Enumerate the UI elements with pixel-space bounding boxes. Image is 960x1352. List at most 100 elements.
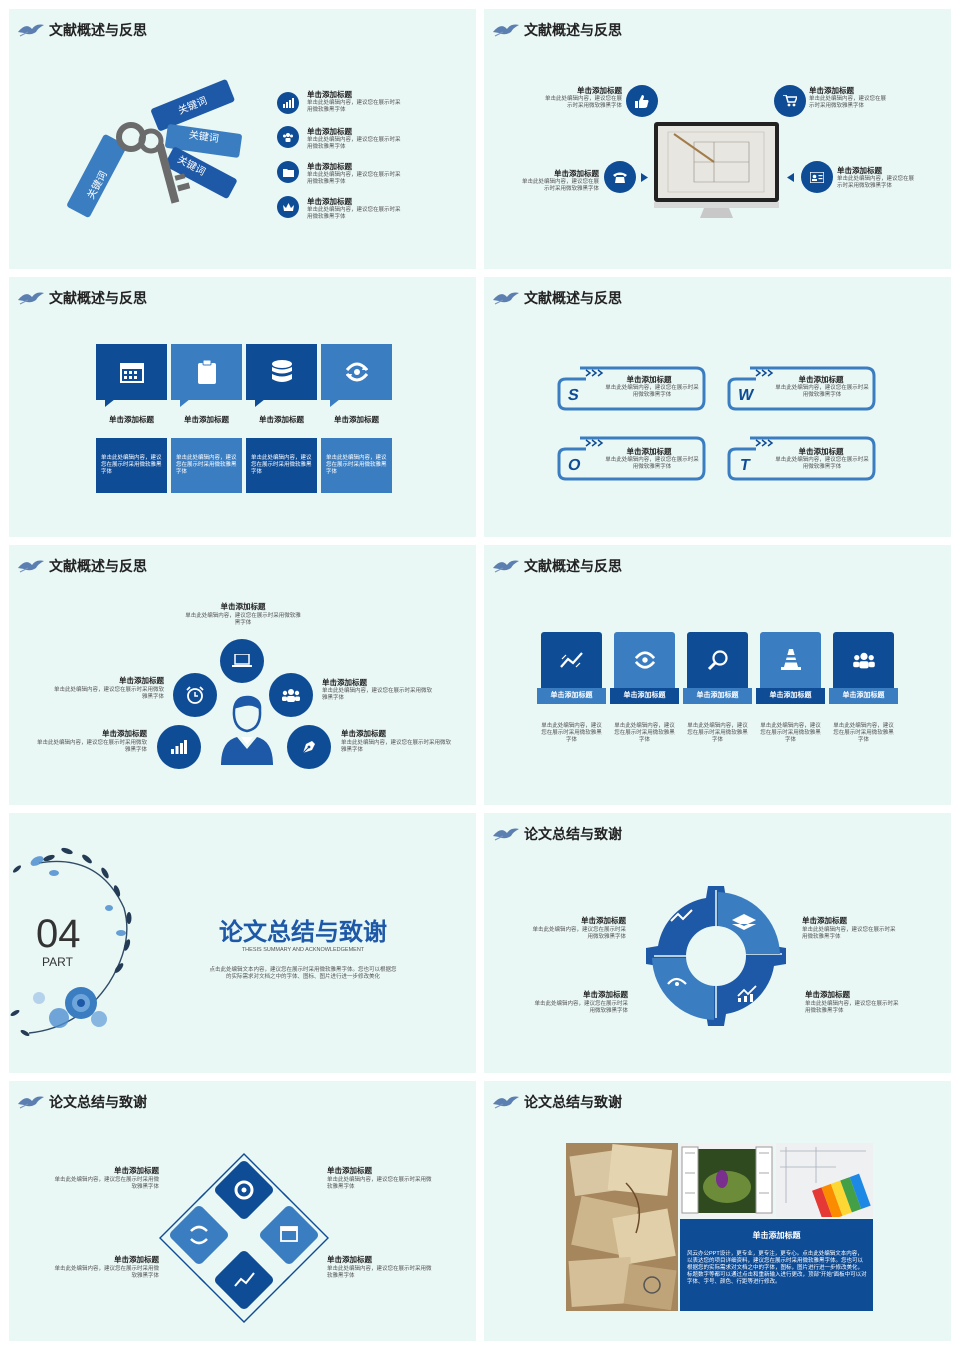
item-title: 单击添加标题 <box>307 90 352 99</box>
slide-8[interactable]: 论文总结与致谢 单击添加标题 单击此处编辑内容，建议您在展示时采用微软雅黑字体 … <box>484 813 951 1073</box>
swot-desc: 单击此处编辑内容，建议您在展示时采用微软雅黑字体 <box>605 457 699 470</box>
keys-illustration <box>67 79 242 218</box>
section-desc: 点击此处编辑文本内容，建议您在展示时采用微软雅黑字体。您也可以根据您的实际需求对… <box>209 967 397 980</box>
swot-frame <box>557 366 706 411</box>
item-title: 单击添加标题 <box>327 1166 372 1175</box>
slide-3[interactable]: 文献概述与反思 单击添加标题 单击此处编辑内容，建议您在展示时采用微软雅黑字体 … <box>9 277 476 537</box>
arrow-left-icon <box>787 173 794 182</box>
gear-diagram <box>646 886 786 1026</box>
slide-title: 文献概述与反思 <box>524 558 622 574</box>
pointer-notch <box>105 399 115 407</box>
item-desc: 单击此处编辑内容，建议您在展示时采用微软雅黑字体 <box>54 687 165 700</box>
bird-logo-icon <box>493 24 519 37</box>
item-desc: 单击此处编辑内容，建议您在展示时采用微软雅黑字体 <box>307 137 401 150</box>
slide-title: 论文总结与致谢 <box>49 1094 147 1110</box>
item-desc: 单击此处编辑内容，建议您在展示时采用微软雅黑字体 <box>54 1266 159 1279</box>
slide-title: 文献概述与反思 <box>49 22 147 38</box>
top-title: 单击添加标题 <box>220 602 266 611</box>
bird-logo-icon <box>18 560 44 573</box>
swot-desc: 单击此处编辑内容，建议您在展示时采用微软雅黑字体 <box>775 385 869 398</box>
swot-frame <box>727 366 876 411</box>
item-title: 单击添加标题 <box>307 127 352 136</box>
pen-nib-icon <box>287 725 331 769</box>
item-title: 单击添加标题 <box>307 162 352 171</box>
folder-icon <box>277 161 299 183</box>
slide-title: 文献概述与反思 <box>524 290 622 306</box>
item-desc: 单击此处编辑内容，建议您在展示时采用微软雅黑字体 <box>809 96 887 109</box>
bird-logo-icon <box>493 292 519 305</box>
item-title: 单击添加标题 <box>581 916 626 925</box>
part-label: PART <box>42 955 73 969</box>
pointer-notch <box>180 399 190 407</box>
item-desc: 单击此处编辑内容，建议您在展示时采用微软雅黑字体 <box>307 207 401 220</box>
card-label: 单击添加标题 <box>756 688 825 704</box>
item-desc: 单击此处编辑内容，建议您在展示时采用微软雅黑字体 <box>327 1177 432 1190</box>
item-desc: 单击此处编辑内容，建议您在展示时采用微软雅黑字体 <box>805 1001 899 1014</box>
traffic-cone-icon <box>760 632 821 688</box>
item-desc: 单击此处编辑内容，建议您在展示时采用微软雅黑字体 <box>534 1001 628 1014</box>
swot-title: 单击添加标题 <box>626 447 672 456</box>
bird-logo-icon <box>493 1096 519 1109</box>
thumbs-up-icon <box>626 85 658 117</box>
slide-1[interactable]: 文献概述与反思 关键词 关键词 关键词 关键词 单击添加标题 单击此处编辑内容，… <box>9 9 476 269</box>
window-plant-photo <box>680 1143 774 1217</box>
section-subtitle: THESIS SUMMARY AND ACKNOWLEDGEMENT <box>241 947 365 953</box>
item-title: 单击添加标题 <box>322 678 367 687</box>
slide-title: 文献概述与反思 <box>49 558 147 574</box>
floral-wreath <box>10 847 132 1037</box>
col-desc: 单击此处编辑内容，建议您在展示时采用微软雅黑字体 <box>321 438 392 493</box>
item-title: 单击添加标题 <box>554 169 599 178</box>
card-desc: 单击此处编辑内容，建议您在展示时采用微软雅黑字体 <box>687 723 748 743</box>
slide-4[interactable]: 文献概述与反思 S 单击添加标题 单击此处编辑内容，建议您在展示时采用微软雅黑字… <box>484 277 951 537</box>
bar-chart-icon <box>277 92 299 114</box>
laptop-icon <box>220 639 264 683</box>
info-box-desc: 风云办公PPT设计，更专业，更专注，更专心。点击此处编辑文本内容，以表达您的项目… <box>687 1251 867 1285</box>
item-title: 单击添加标题 <box>307 197 352 206</box>
item-desc: 单击此处编辑内容，建议您在展示时采用微软雅黑字体 <box>327 1266 432 1279</box>
cart-icon <box>774 85 806 117</box>
slide-7[interactable]: 04 PART 论文总结与致谢 THESIS SUMMARY AND ACKNO… <box>9 813 476 1073</box>
slide-5[interactable]: 文献概述与反思 单击添加标题 单击此处编辑内容，建议您在展示时采用微软雅黑字体 … <box>9 545 476 805</box>
slide-9[interactable]: 论文总结与致谢 单击添加标题 单击此处编辑内容，建议您在展示时采用微软雅黑字体 … <box>9 1081 476 1341</box>
part-number: 04 <box>36 912 81 956</box>
item-desc: 单击此处编辑内容，建议您在展示时采用微软雅黑字体 <box>307 100 401 113</box>
slide-6[interactable]: 文献概述与反思 单击添加标题 单击此处编辑内容，建议您在展示时采用微软雅黑字体 … <box>484 545 951 805</box>
swot-frame <box>557 436 706 481</box>
info-box-title: 单击添加标题 <box>752 1231 801 1240</box>
col-title: 单击添加标题 <box>334 415 379 424</box>
bird-logo-icon <box>18 292 44 305</box>
col-desc: 单击此处编辑内容，建议您在展示时采用微软雅黑字体 <box>171 438 242 493</box>
pointer-notch <box>330 399 340 407</box>
group-icon <box>269 673 313 717</box>
item-title: 单击添加标题 <box>341 729 386 738</box>
swot-title: 单击添加标题 <box>798 375 844 384</box>
card-label: 单击添加标题 <box>610 688 679 704</box>
item-desc: 单击此处编辑内容，建议您在展示时采用微软雅黑字体 <box>544 96 622 109</box>
bird-logo-icon <box>18 24 44 37</box>
calendar-icon <box>96 344 167 400</box>
card-desc: 单击此处编辑内容，建议您在展示时采用微软雅黑字体 <box>614 723 675 743</box>
section-title: 论文总结与致谢 <box>219 919 387 946</box>
slide-title: 文献概述与反思 <box>524 22 622 38</box>
slide-title: 论文总结与致谢 <box>524 826 622 842</box>
bird-logo-icon <box>18 1096 44 1109</box>
item-desc: 单击此处编辑内容，建议您在展示时采用微软雅黑字体 <box>802 927 896 940</box>
refresh-icon <box>614 632 675 688</box>
group-icon <box>277 126 299 148</box>
card-desc: 单击此处编辑内容，建议您在展示时采用微软雅黑字体 <box>760 723 821 743</box>
swot-frame <box>727 436 876 481</box>
item-title: 单击添加标题 <box>802 916 847 925</box>
swot-title: 单击添加标题 <box>626 375 672 384</box>
item-title: 单击添加标题 <box>583 990 628 999</box>
item-title: 单击添加标题 <box>809 86 854 95</box>
bird-logo-icon <box>493 560 519 573</box>
item-title: 单击添加标题 <box>837 166 882 175</box>
bird-logo-icon <box>493 828 519 841</box>
item-desc: 单击此处编辑内容，建议您在展示时采用微软雅黑字体 <box>837 176 915 189</box>
card-label: 单击添加标题 <box>537 688 606 704</box>
slide-10[interactable]: 论文总结与致谢 单击添加标题 风云办公PPT设计，更专业，更专注，更专心。点击此 <box>484 1081 951 1341</box>
id-card-icon <box>801 161 833 193</box>
slide-2[interactable]: 文献概述与反思 单击添加标题 单击此处编辑内容，建议您在展示时采用微软雅黑字体 … <box>484 9 951 269</box>
item-title: 单击添加标题 <box>119 676 164 685</box>
slide-title: 文献概述与反思 <box>49 290 147 306</box>
